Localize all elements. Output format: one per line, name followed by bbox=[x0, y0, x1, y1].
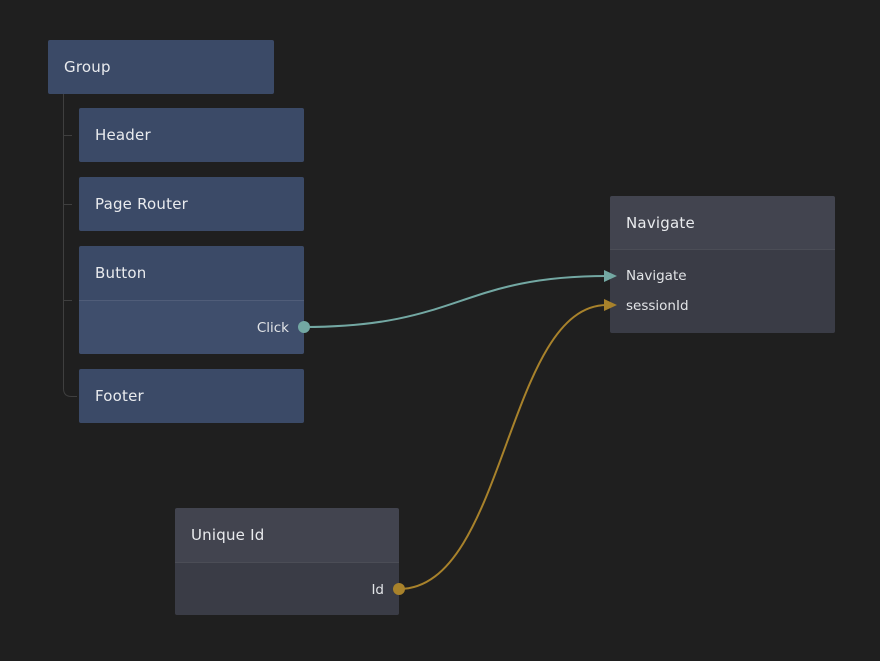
node-button-titlebar: Button bbox=[79, 246, 304, 300]
node-footer[interactable]: Footer bbox=[79, 369, 304, 423]
click-output-port[interactable] bbox=[298, 321, 310, 333]
node-header[interactable]: Header bbox=[79, 108, 304, 162]
node-page-router-titlebar: Page Router bbox=[79, 177, 304, 231]
node-group[interactable]: Group bbox=[48, 40, 274, 94]
port-label-id: Id bbox=[371, 582, 384, 598]
node-navigate-titlebar: Navigate bbox=[610, 196, 835, 249]
port-label-click: Click bbox=[256, 320, 289, 336]
node-footer-titlebar: Footer bbox=[79, 369, 304, 423]
node-unique-id-title: Unique Id bbox=[191, 526, 265, 544]
node-navigate-body: Navigate sessionId bbox=[610, 249, 835, 333]
port-label-sessionid: sessionId bbox=[626, 298, 689, 314]
tree-connector-trunk bbox=[63, 94, 77, 397]
port-row-unique-id-id[interactable]: Id bbox=[175, 575, 399, 605]
node-header-titlebar: Header bbox=[79, 108, 304, 162]
navigate-input-arrow-icon[interactable] bbox=[604, 270, 617, 282]
node-page-router-title: Page Router bbox=[95, 195, 188, 213]
node-header-title: Header bbox=[95, 126, 151, 144]
port-label-navigate: Navigate bbox=[626, 268, 687, 284]
node-navigate-title: Navigate bbox=[626, 213, 695, 232]
node-group-title: Group bbox=[64, 58, 111, 76]
node-unique-id-body: Id bbox=[175, 562, 399, 615]
port-row-navigate-navigate[interactable]: Navigate bbox=[610, 261, 835, 291]
wire-id-to-sessionid[interactable] bbox=[398, 304, 608, 590]
node-unique-id[interactable]: Unique Id Id bbox=[175, 508, 399, 615]
node-page-router[interactable]: Page Router bbox=[79, 177, 304, 231]
node-footer-title: Footer bbox=[95, 387, 144, 405]
port-row-navigate-sessionid[interactable]: sessionId bbox=[610, 291, 835, 321]
id-output-port[interactable] bbox=[393, 583, 405, 595]
port-row-button-click[interactable]: Click bbox=[79, 313, 304, 343]
node-group-titlebar: Group bbox=[48, 40, 274, 94]
node-unique-id-titlebar: Unique Id bbox=[175, 508, 399, 562]
wire-click-to-navigate[interactable] bbox=[303, 275, 608, 328]
sessionid-input-arrow-icon[interactable] bbox=[604, 299, 617, 311]
node-navigate[interactable]: Navigate Navigate sessionId bbox=[610, 196, 835, 333]
node-button-body: Click bbox=[79, 300, 304, 354]
node-button-title: Button bbox=[95, 264, 147, 282]
node-button[interactable]: Button Click bbox=[79, 246, 304, 354]
